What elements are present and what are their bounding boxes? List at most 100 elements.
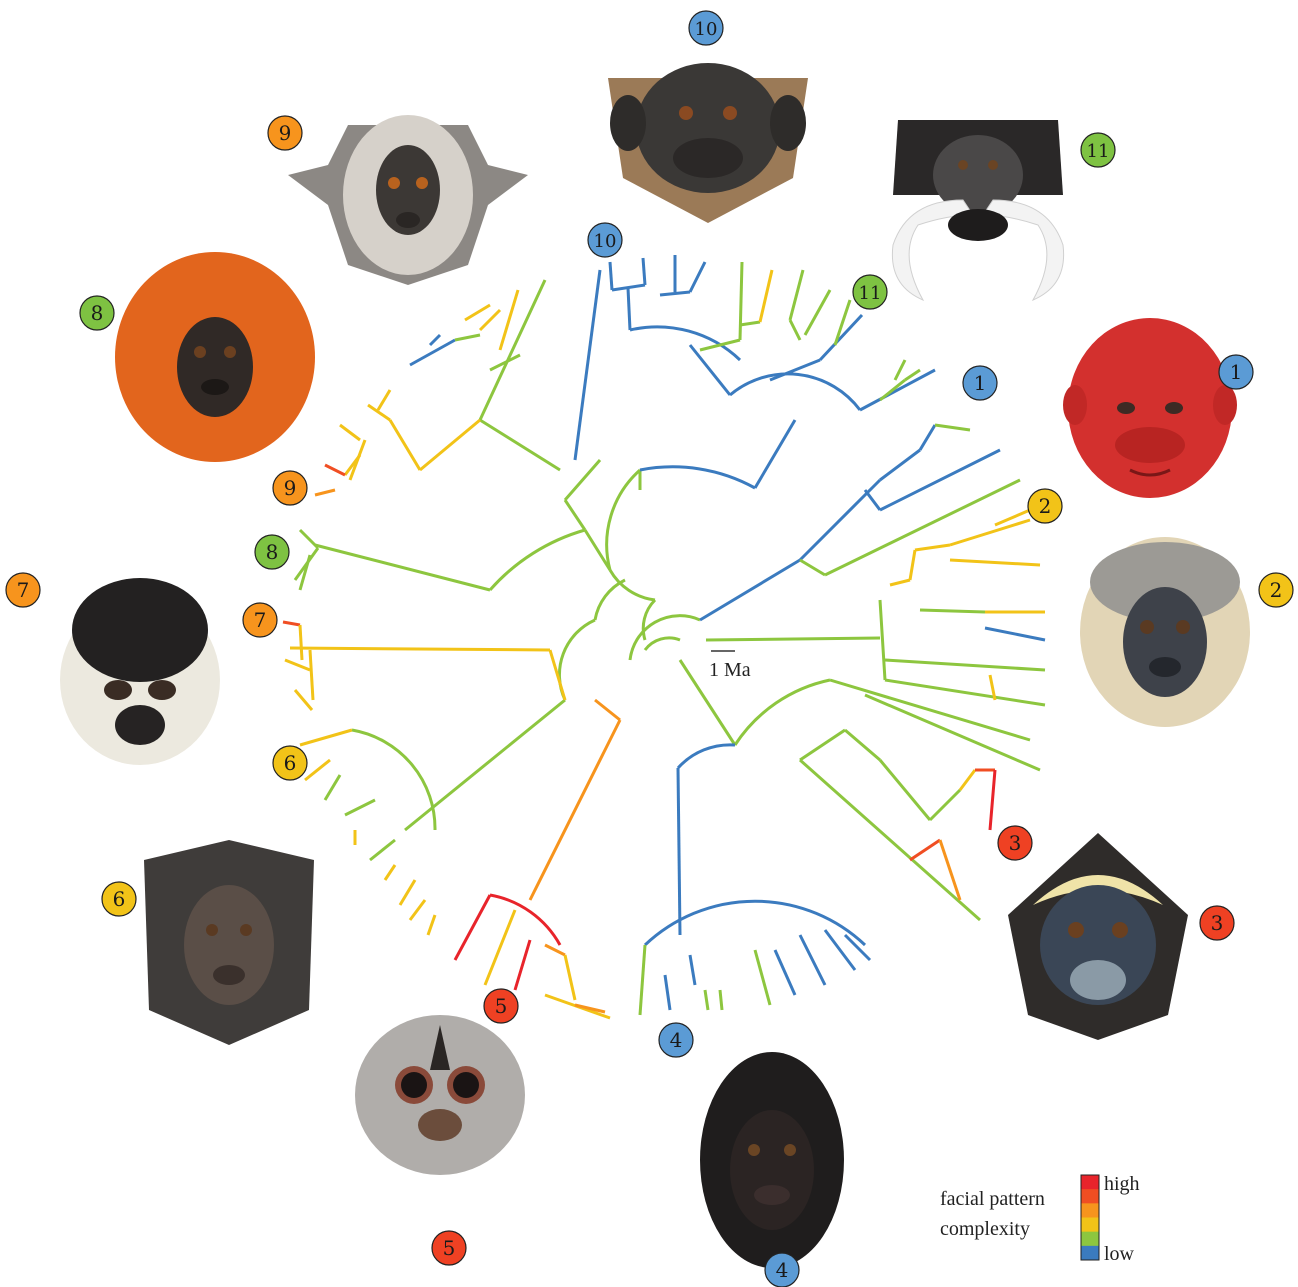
root-arc [645, 638, 680, 650]
branch [678, 768, 680, 935]
branch [885, 680, 1045, 705]
face-portrait-11 [892, 120, 1063, 300]
branch [575, 270, 600, 460]
branch [559, 620, 595, 700]
legend-title-line2: complexity [940, 1218, 1030, 1240]
branch [690, 345, 730, 395]
branch [800, 760, 980, 920]
legend-gradient [1081, 1175, 1099, 1261]
branch [300, 530, 318, 548]
clade-badge-label: 2 [1039, 494, 1052, 518]
branch [760, 270, 772, 322]
face-portrait-3 [1008, 833, 1188, 1040]
branch [420, 420, 480, 470]
clade-badge-label: 6 [113, 887, 126, 911]
branch [665, 975, 670, 1010]
face-portrait-5 [355, 1015, 525, 1175]
face-portrait-10 [608, 63, 808, 223]
branch [480, 420, 560, 470]
legend-low-label: low [1104, 1243, 1135, 1265]
branch [890, 580, 910, 585]
legend-swatch [1081, 1203, 1099, 1218]
clade-badge-6: 6 [273, 746, 307, 780]
branch [985, 628, 1045, 640]
branch [920, 425, 935, 450]
branch [800, 935, 825, 985]
branch [345, 800, 375, 815]
clade-badge-8: 8 [80, 296, 114, 330]
branch [935, 425, 970, 430]
clade-badge-4: 4 [659, 1023, 693, 1057]
branch [315, 490, 335, 495]
branch [315, 545, 490, 590]
branch [515, 940, 530, 990]
branch [700, 340, 740, 350]
branch [915, 545, 950, 550]
branch [880, 600, 885, 680]
branch [283, 622, 300, 625]
branch [705, 990, 708, 1010]
face-portrait-2 [1080, 537, 1250, 727]
branch [730, 374, 860, 410]
branch [430, 335, 440, 345]
branch [405, 700, 565, 830]
branch [930, 790, 960, 820]
branch [480, 280, 545, 420]
branch [865, 695, 1040, 770]
clade-badge-label: 5 [495, 994, 508, 1018]
branch [755, 950, 770, 1005]
branch [565, 460, 600, 500]
branch [300, 625, 302, 660]
clade-badge-label: 1 [1230, 360, 1243, 384]
branch [660, 292, 690, 295]
clade-badge-2: 2 [1028, 489, 1062, 523]
branch [805, 290, 830, 335]
branch [825, 930, 855, 970]
branch [920, 610, 985, 612]
branch [830, 680, 1030, 740]
branch [880, 760, 930, 820]
clade-badge-11: 11 [1081, 133, 1115, 167]
branch [990, 770, 995, 830]
root-arc [607, 470, 640, 570]
branch [385, 865, 395, 880]
clade-badge-label: 7 [17, 578, 30, 602]
branch [370, 840, 395, 860]
branch [310, 650, 313, 700]
branch [790, 320, 800, 340]
branch [895, 360, 905, 380]
branch [325, 775, 340, 800]
branch [565, 500, 585, 530]
clade-badge-label: 8 [91, 301, 104, 325]
clade-badge-label: 3 [1009, 831, 1022, 855]
branch [910, 550, 915, 580]
clade-badge-6: 6 [102, 882, 136, 916]
branch [960, 770, 975, 790]
clade-badge-10: 10 [588, 223, 622, 257]
branch [940, 840, 960, 900]
clade-badge-label: 9 [284, 476, 297, 500]
branch [455, 335, 480, 340]
clade-badge-3: 3 [998, 826, 1032, 860]
clade-badge-label: 3 [1211, 911, 1224, 935]
legend-title-line1: facial pattern [940, 1188, 1045, 1210]
branch [950, 520, 1030, 545]
clade-badge-5: 5 [432, 1231, 466, 1265]
clade-badge-1: 1 [963, 366, 997, 400]
branch [480, 310, 500, 330]
scale-bar-label: 1 Ma [709, 659, 751, 681]
clade-badge-label: 11 [859, 283, 882, 304]
root-arc [643, 600, 655, 640]
branch [465, 305, 490, 320]
legend-swatch [1081, 1218, 1099, 1233]
branch [706, 638, 880, 640]
branch [378, 390, 390, 410]
branch [835, 300, 850, 345]
clade-badge-10: 10 [689, 11, 723, 45]
branch [530, 720, 620, 900]
branch [690, 955, 695, 985]
clade-badge-9: 9 [268, 116, 302, 150]
branch [880, 450, 920, 480]
clade-badge-label: 10 [695, 19, 718, 40]
branch [485, 910, 515, 985]
